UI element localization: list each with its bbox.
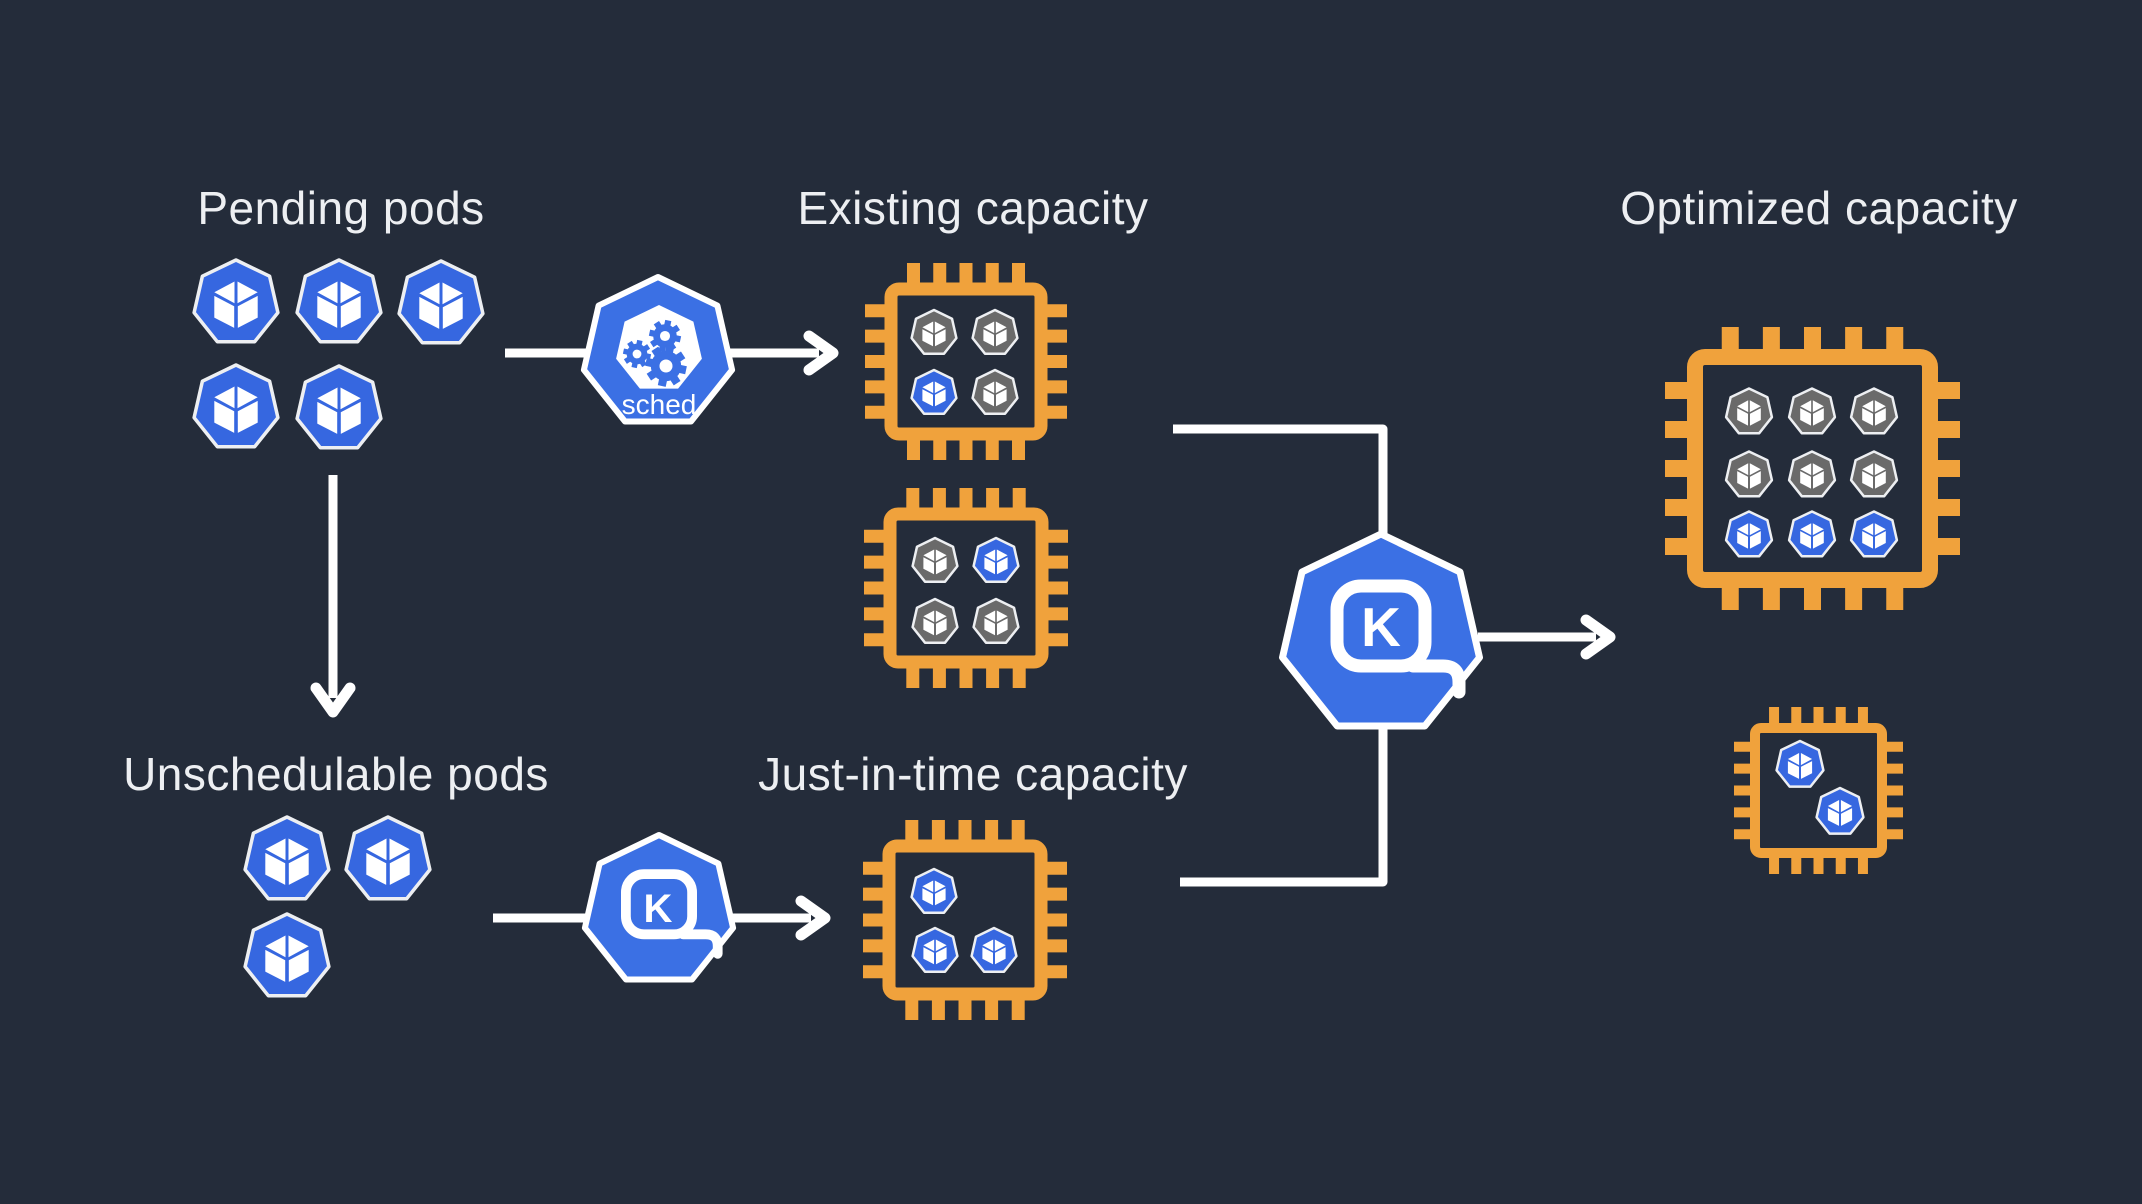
- arrowhead: [310, 682, 356, 718]
- line-jit-to-karpenter: [1180, 725, 1388, 887]
- pod-icon: [911, 597, 959, 644]
- pod-icon: [1849, 510, 1899, 558]
- pod-icon: [910, 368, 958, 415]
- pod-icon: [243, 815, 331, 901]
- unschedulable-pods-cluster: [243, 815, 432, 998]
- pod-icon: [1775, 739, 1825, 788]
- free-pods-layer: [192, 258, 485, 998]
- scheduler-icon-label: sched: [622, 389, 697, 420]
- pod-icon: [972, 536, 1020, 583]
- pod-icon: [1787, 450, 1837, 498]
- karpenter-letter-small: K: [644, 887, 673, 931]
- pod-icon: [1815, 786, 1865, 835]
- karpenter-letter-large: K: [1361, 596, 1401, 658]
- pod-icon: [911, 926, 959, 973]
- pod-icon: [911, 536, 959, 583]
- pod-icon: [397, 259, 485, 345]
- pod-icon: [344, 815, 432, 901]
- pod-icon: [1849, 387, 1899, 435]
- karpenter-icon-small: [581, 832, 737, 983]
- arrowhead: [803, 330, 839, 376]
- pod-icon: [910, 867, 958, 914]
- scheduler-icon: [580, 274, 736, 425]
- pod-icon: [295, 364, 383, 450]
- pod-icon: [1787, 510, 1837, 558]
- arrow-pending-to-unschedulable: [310, 475, 356, 718]
- just-in-time-capacity-chip: [863, 820, 1067, 1020]
- existing-capacity-chip-2: [864, 488, 1068, 688]
- optimized-capacity-chip-large: [1665, 327, 1960, 610]
- pod-icon: [192, 258, 280, 344]
- labels-layer: Pending pods Existing capacity Optimized…: [123, 182, 2018, 931]
- arrow-karpenter-to-optimized: [1478, 614, 1616, 660]
- pod-icon: [970, 926, 1018, 973]
- icons-layer: [580, 274, 1483, 983]
- unschedulable-pods-label: Unschedulable pods: [123, 748, 549, 800]
- karpenter-icon-large: [1279, 530, 1483, 730]
- pod-icon: [243, 912, 331, 998]
- pod-icon: [971, 368, 1019, 415]
- existing-capacity-label: Existing capacity: [797, 182, 1148, 234]
- pod-icon: [1724, 450, 1774, 498]
- pod-icon: [192, 363, 280, 449]
- optimized-capacity-chip-small: [1734, 707, 1903, 874]
- arrowhead: [795, 895, 831, 941]
- pod-icon: [1724, 510, 1774, 558]
- just-in-time-capacity-label: Just-in-time capacity: [758, 748, 1188, 800]
- chips-layer: [863, 263, 1960, 1020]
- pod-icon: [1787, 387, 1837, 435]
- existing-capacity-chip-1: [865, 263, 1067, 460]
- pod-icon: [295, 258, 383, 344]
- arrowhead: [1580, 614, 1616, 660]
- pod-icon: [972, 597, 1020, 644]
- pod-icon: [1724, 387, 1774, 435]
- line-existing-to-karpenter: [1173, 424, 1388, 545]
- pod-icon: [971, 308, 1019, 355]
- pending-pods-cluster: [192, 258, 485, 450]
- pending-pods-label: Pending pods: [197, 182, 484, 234]
- optimized-capacity-label: Optimized capacity: [1620, 182, 2018, 234]
- pod-icon: [1849, 450, 1899, 498]
- pod-icon: [910, 308, 958, 355]
